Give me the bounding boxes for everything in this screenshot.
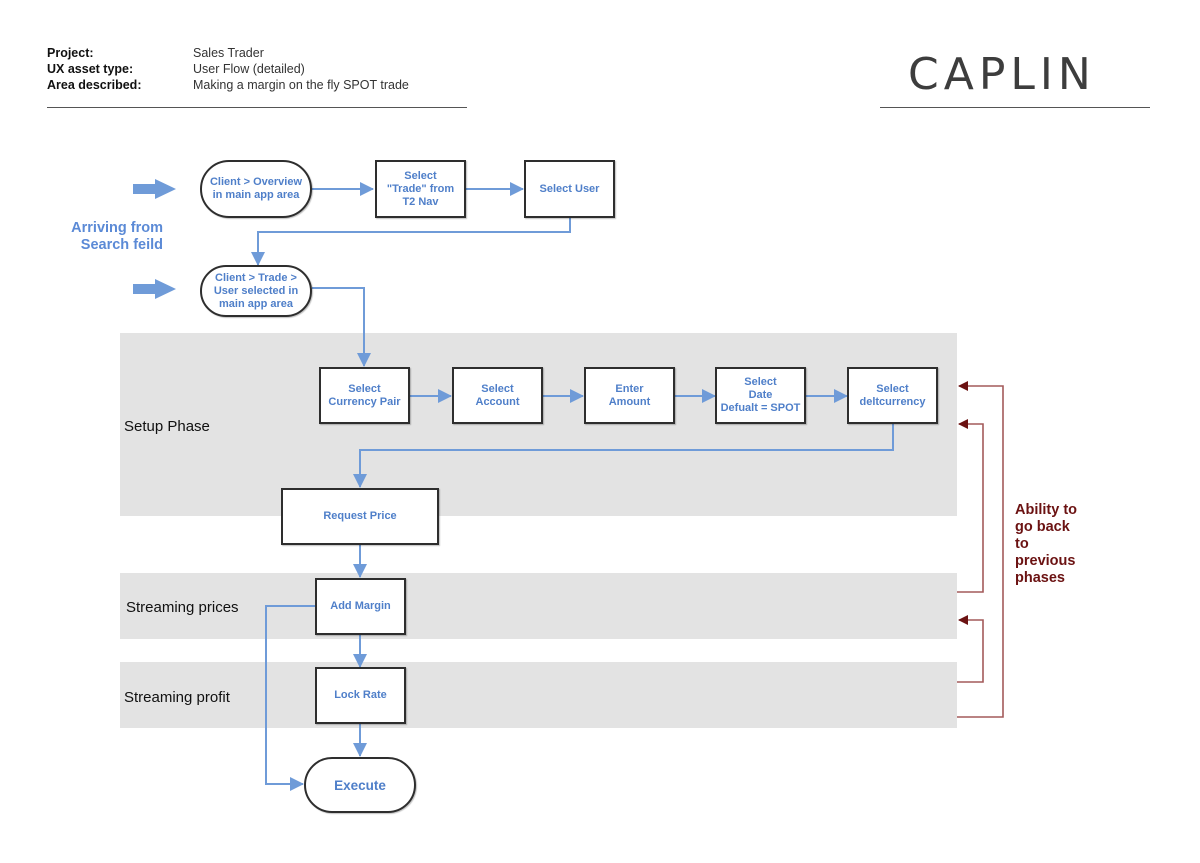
header-divider-left [47,107,467,108]
node-client-trade[interactable]: Client > Trade > User selected in main a… [200,265,312,317]
node-label: Select Currency Pair [328,382,401,408]
lane-setup-phase [120,333,957,516]
lane-streaming-prices [120,573,957,639]
node-label: Select User [539,182,600,195]
lane-label-streaming-prices: Streaming prices [126,599,239,616]
node-label: Execute [334,777,386,793]
node-label: Lock Rate [334,689,387,701]
meta-label: UX asset type: [47,62,134,76]
entry-arrow-trade [133,279,176,299]
node-client-overview[interactable]: Client > Overview in main app area [200,160,312,218]
node-label: Select "Trade" from T2 Nav [386,169,455,208]
node-execute[interactable]: Execute [304,757,416,813]
lane-streaming-profit [120,662,957,728]
entry-note: Arriving from Search feild [71,220,163,253]
node-label: Select Account [475,382,520,408]
edge-client-trade-to-currency-pair [312,287,371,367]
node-enter-amount[interactable]: Enter Amount [584,367,675,424]
node-label: Add Margin [330,600,391,612]
node-label: Enter Amount [608,382,651,408]
meta-row-project: Project: Sales Trader [47,45,409,61]
header-divider-right [880,107,1150,108]
meta-value: Making a margin on the fly SPOT trade [193,78,409,92]
back-edge-outer [957,381,1004,718]
node-label: Client > Trade > User selected in main a… [213,271,299,310]
node-request-price[interactable]: Request Price [281,488,439,545]
node-select-account[interactable]: Select Account [452,367,543,424]
back-edge-profit-to-prices [957,615,984,683]
node-select-deltcurrency[interactable]: Select deltcurrency [847,367,938,424]
node-select-trade[interactable]: Select "Trade" from T2 Nav [375,160,466,218]
document-header: Project: Sales Trader UX asset type: Use… [47,45,409,93]
lane-label-streaming-profit: Streaming profit [124,689,230,706]
edge-add-margin-to-execute [265,605,315,791]
meta-label: Area described: [47,78,142,92]
edge-deltcurrency-to-request-price [353,424,894,488]
entry-arrow-overview [133,179,176,199]
back-edge-prices-to-setup [957,419,984,593]
meta-row-asset-type: UX asset type: User Flow (detailed) [47,61,409,77]
meta-value: User Flow (detailed) [193,62,305,76]
lane-label-setup: Setup Phase [124,418,210,435]
meta-row-area: Area described: Making a margin on the f… [47,77,409,93]
node-select-currency-pair[interactable]: Select Currency Pair [319,367,410,424]
node-label: Request Price [323,510,397,522]
node-select-date[interactable]: Select Date Defualt = SPOT [715,367,806,424]
node-add-margin[interactable]: Add Margin [315,578,406,635]
caplin-logo: CAPLIN [908,49,1096,100]
edge-select-user-to-client-trade [251,218,571,266]
node-label: Client > Overview in main app area [209,176,302,201]
node-select-user[interactable]: Select User [524,160,615,218]
node-label: Select deltcurrency [859,382,926,408]
node-lock-rate[interactable]: Lock Rate [315,667,406,724]
back-navigation-note: Ability to go back to previous phases [1015,502,1078,586]
meta-value: Sales Trader [193,46,264,60]
meta-label: Project: [47,46,94,60]
node-label: Select Date Defualt = SPOT [720,376,801,414]
